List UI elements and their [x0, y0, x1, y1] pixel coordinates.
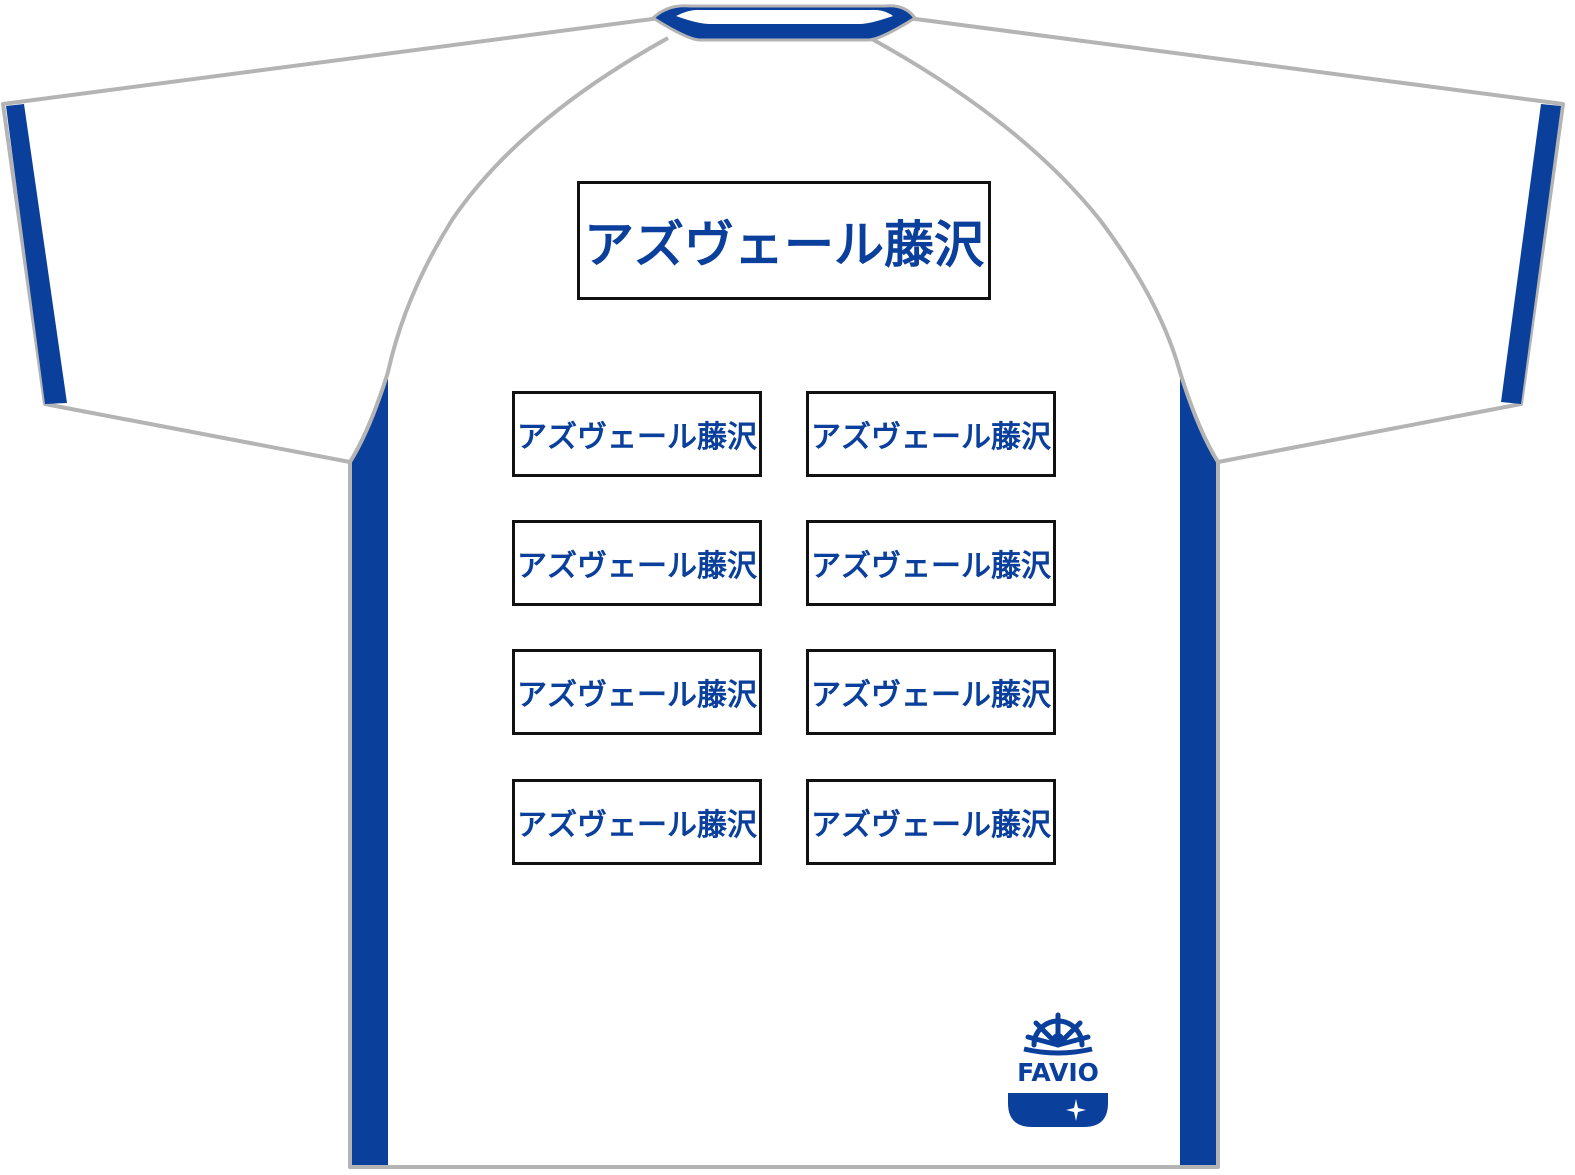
team-name-label-7: アズヴェール藤沢 — [512, 779, 762, 865]
collar-inner — [676, 9, 893, 24]
brand-name: FAVIO — [1017, 1058, 1099, 1087]
shirt-body — [1, 16, 1565, 1169]
right-side-stripe — [1180, 372, 1216, 1165]
star-sparkle-icon — [1066, 1099, 1086, 1121]
team-name-label-4: アズヴェール藤沢 — [806, 520, 1056, 606]
right-sleeve-stripe — [1501, 104, 1561, 404]
ship-wheel-icon — [1008, 1012, 1108, 1127]
team-name-label-3: アズヴェール藤沢 — [512, 520, 762, 606]
left-raglan-seam — [348, 36, 669, 464]
ship-hull — [1008, 1093, 1108, 1127]
team-name-label-2: アズヴェール藤沢 — [806, 391, 1056, 477]
right-raglan-seam — [869, 36, 1220, 464]
team-name-label-5: アズヴェール藤沢 — [512, 649, 762, 735]
wave-line — [1023, 1046, 1093, 1056]
team-name-label-1: アズヴェール藤沢 — [512, 391, 762, 477]
left-sleeve-stripe — [6, 104, 67, 404]
left-side-stripe — [352, 372, 388, 1165]
main-team-name-label: アズヴェール藤沢 — [577, 181, 991, 300]
team-name-label-6: アズヴェール藤沢 — [806, 649, 1056, 735]
team-name-label-8: アズヴェール藤沢 — [806, 779, 1056, 865]
